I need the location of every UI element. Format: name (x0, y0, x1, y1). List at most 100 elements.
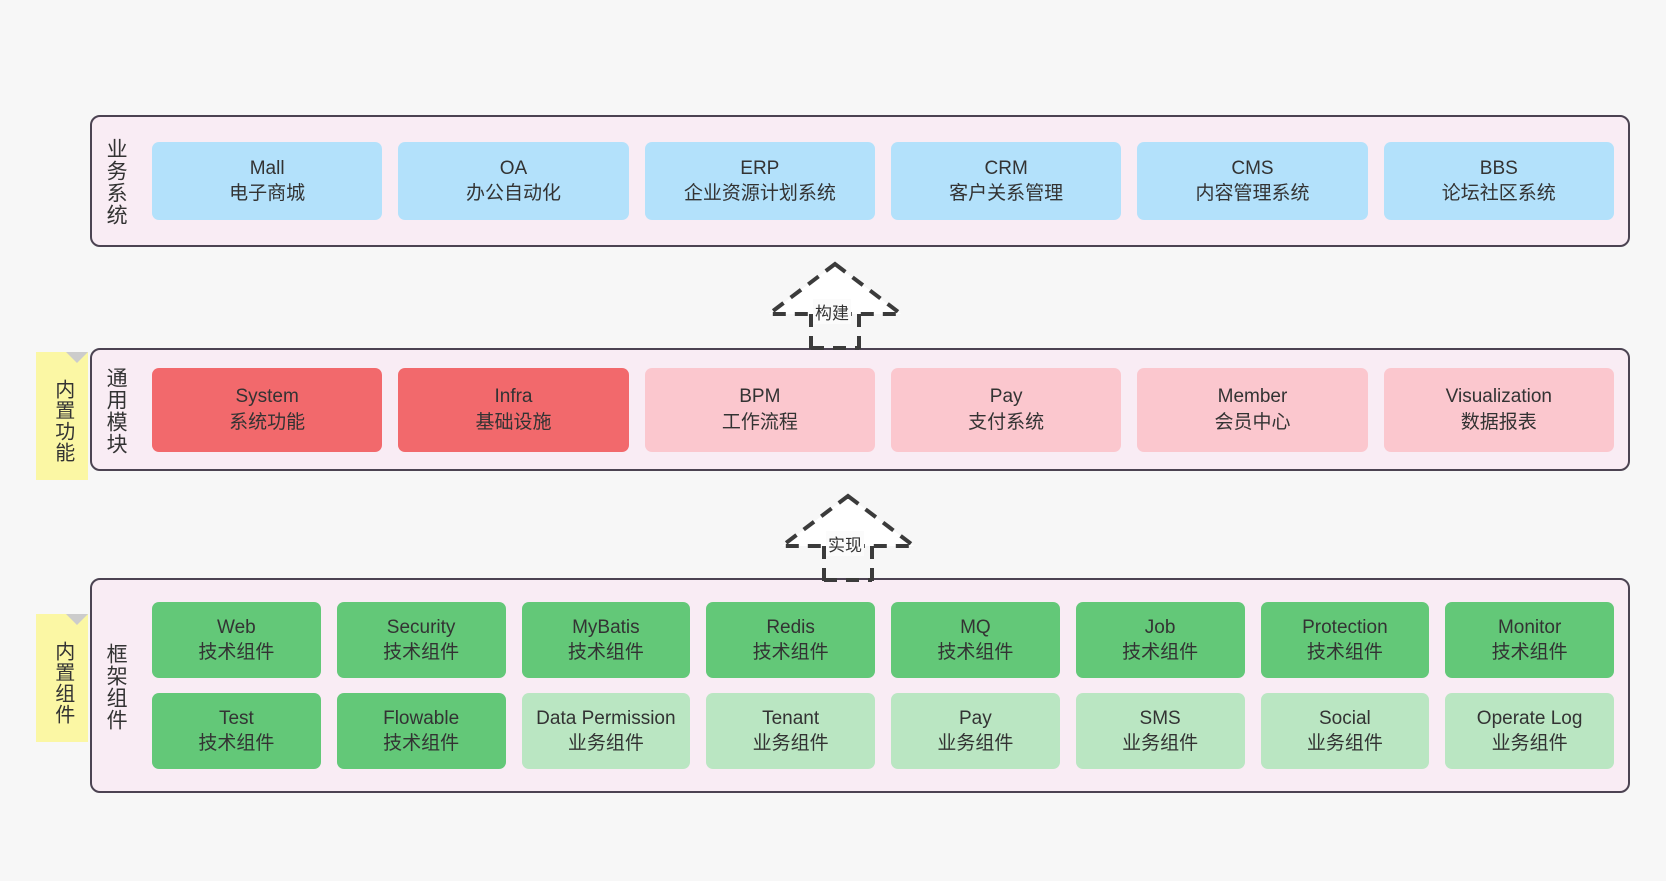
module-card-name: Member (1217, 386, 1288, 408)
module-card-name: Test (218, 707, 254, 729)
module-card-subtitle: 技术组件 (198, 642, 275, 663)
module-card-name: Visualization (1445, 386, 1552, 408)
module-card-subtitle: 业务组件 (567, 733, 644, 754)
module-card-system[interactable]: System 系统功能 (152, 367, 383, 452)
module-card-subtitle: 工作流程 (721, 411, 798, 433)
module-card-bpm[interactable]: BPM 工作流程 (644, 367, 875, 452)
module-card-name: Pay (989, 386, 1023, 408)
module-card-subtitle: 办公自动化 (465, 183, 561, 204)
module-card-name: Web (217, 616, 256, 638)
module-card-oa[interactable]: OA 办公自动化 (398, 142, 629, 220)
note-fold-corner (66, 614, 88, 636)
connector-label-build: 构建 (813, 299, 851, 324)
module-card-subtitle: 技术组件 (198, 733, 275, 754)
module-card-subtitle: 技术组件 (752, 642, 829, 663)
module-card-job[interactable]: Job 技术组件 (1075, 602, 1245, 678)
module-card-subtitle: 基础设施 (475, 411, 552, 433)
note-fold-corner (66, 352, 88, 374)
layer-framework-components: 框架组件 Web 技术组件 Security 技术组件 MyBatis 技术组件… (90, 578, 1630, 793)
module-card-subtitle: 企业资源计划系统 (683, 183, 836, 204)
module-card-subtitle: 业务组件 (752, 733, 829, 754)
card-row: System 系统功能 Infra 基础设施 BPM 工作流程 Pay 支付系统… (152, 367, 1614, 452)
module-card-mall[interactable]: Mall 电子商城 (152, 142, 383, 220)
module-card-security[interactable]: Security 技术组件 (336, 602, 506, 678)
module-card-subtitle: 系统功能 (229, 411, 306, 433)
module-card-subtitle: 技术组件 (1491, 642, 1568, 663)
module-card-monitor[interactable]: Monitor 技术组件 (1445, 602, 1614, 678)
arrowhead-triangle (763, 261, 907, 316)
connector-build-arrow: 构建 (755, 258, 915, 350)
module-card-visualization[interactable]: Visualization 数据报表 (1383, 367, 1614, 452)
module-card-social[interactable]: Social 业务组件 (1260, 693, 1430, 769)
module-card-flowable[interactable]: Flowable 技术组件 (336, 693, 506, 769)
card-row: Test 技术组件 Flowable 技术组件 Data Permission … (152, 693, 1614, 769)
module-card-name: SMS (1139, 707, 1181, 729)
module-card-subtitle: 技术组件 (1122, 642, 1199, 663)
module-card-pay[interactable]: Pay 支付系统 (890, 367, 1122, 452)
note-label: 内置功能 (51, 379, 74, 463)
module-card-data-permission[interactable]: Data Permission 业务组件 (521, 693, 691, 769)
module-card-name: MyBatis (572, 616, 640, 638)
arrowhead-triangle (776, 493, 920, 548)
module-card-crm[interactable]: CRM 客户关系管理 (890, 142, 1122, 220)
card-row: Web 技术组件 Security 技术组件 MyBatis 技术组件 Redi… (152, 602, 1614, 678)
module-card-name: BPM (739, 386, 781, 408)
module-card-subtitle: 技术组件 (1306, 642, 1383, 663)
layer-business-systems: 业务系统 Mall 电子商城 OA 办公自动化 ERP 企业资源计划系统 CRM… (90, 115, 1630, 247)
module-card-protection[interactable]: Protection 技术组件 (1260, 602, 1430, 678)
module-card-subtitle: 客户关系管理 (949, 183, 1064, 204)
module-card-operate-log[interactable]: Operate Log 业务组件 (1445, 693, 1614, 769)
module-card-name: Mall (249, 157, 285, 179)
module-card-name: Operate Log (1476, 707, 1583, 729)
module-card-name: System (235, 386, 299, 408)
note-builtin-components: 内置组件 (36, 614, 88, 742)
layer-body-common-modules: System 系统功能 Infra 基础设施 BPM 工作流程 Pay 支付系统… (138, 350, 1628, 469)
module-card-erp[interactable]: ERP 企业资源计划系统 (644, 142, 875, 220)
module-card-mybatis[interactable]: MyBatis 技术组件 (521, 602, 691, 678)
module-card-subtitle: 技术组件 (937, 642, 1014, 663)
module-card-web[interactable]: Web 技术组件 (152, 602, 321, 678)
module-card-name: Security (386, 616, 456, 638)
card-row: Mall 电子商城 OA 办公自动化 ERP 企业资源计划系统 CRM 客户关系… (152, 142, 1614, 220)
module-card-tenant[interactable]: Tenant 业务组件 (706, 693, 875, 769)
module-card-redis[interactable]: Redis 技术组件 (706, 602, 875, 678)
module-card-subtitle: 论坛社区系统 (1441, 183, 1556, 204)
module-card-name: BBS (1479, 157, 1518, 179)
module-card-test[interactable]: Test 技术组件 (152, 693, 321, 769)
module-card-name: Pay (959, 707, 992, 729)
module-card-name: ERP (740, 157, 780, 179)
module-card-name: Tenant (762, 707, 820, 729)
layer-common-modules: 通用模块 System 系统功能 Infra 基础设施 BPM 工作流程 Pay… (90, 348, 1630, 471)
module-card-subtitle: 支付系统 (968, 411, 1045, 433)
module-card-cms[interactable]: CMS 内容管理系统 (1137, 142, 1368, 220)
connector-label-implement: 实现 (826, 531, 864, 556)
module-card-name: CMS (1231, 157, 1274, 179)
module-card-member[interactable]: Member 会员中心 (1137, 367, 1368, 452)
layer-title-common-modules: 通用模块 (104, 366, 128, 455)
module-card-name: Redis (766, 616, 815, 638)
module-card-name: Job (1144, 616, 1176, 638)
module-card-subtitle: 业务组件 (1122, 733, 1199, 754)
module-card-subtitle: 技术组件 (567, 642, 644, 663)
module-card-infra[interactable]: Infra 基础设施 (398, 367, 629, 452)
module-card-name: Social (1319, 707, 1371, 729)
layer-title-business-systems: 业务系统 (104, 138, 128, 226)
module-card-subtitle: 业务组件 (937, 733, 1014, 754)
module-card-subtitle: 数据报表 (1460, 411, 1537, 433)
module-card-sms[interactable]: SMS 业务组件 (1075, 693, 1245, 769)
module-card-subtitle: 业务组件 (1491, 733, 1568, 754)
module-card-name: CRM (984, 157, 1028, 179)
module-card-mq[interactable]: MQ 技术组件 (891, 602, 1060, 678)
module-card-subtitle: 技术组件 (383, 733, 460, 754)
module-card-name: Monitor (1497, 616, 1562, 638)
module-card-pay-business[interactable]: Pay 业务组件 (891, 693, 1060, 769)
module-card-subtitle: 内容管理系统 (1195, 183, 1310, 204)
module-card-bbs[interactable]: BBS 论坛社区系统 (1383, 142, 1614, 220)
module-card-name: Data Permission (536, 707, 676, 729)
module-card-subtitle: 会员中心 (1214, 411, 1291, 433)
module-card-subtitle: 业务组件 (1306, 733, 1383, 754)
module-card-name: MQ (960, 616, 991, 638)
note-label: 内置组件 (51, 641, 74, 725)
module-card-name: Flowable (383, 707, 460, 729)
